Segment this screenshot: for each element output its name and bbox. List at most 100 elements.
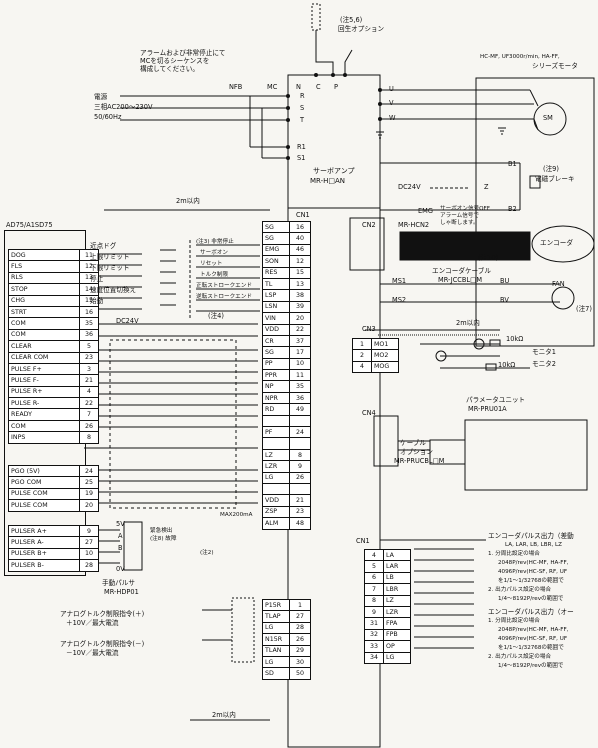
cn1-signal: SG <box>262 346 290 359</box>
monitor-2: モニタ2 <box>532 360 556 368</box>
emg-label: EMG <box>418 207 433 215</box>
ad75-pin: 7 <box>79 408 99 421</box>
cn1-pin: 37 <box>289 334 311 348</box>
cn1-pin: 40 <box>289 232 311 245</box>
cn1-pin <box>289 437 311 450</box>
cn3-pin: 1 <box>352 337 372 351</box>
cn1-pin: 24 <box>289 426 311 439</box>
cn1-pin: 35 <box>289 380 311 393</box>
cn1-signal: LZ <box>262 448 290 462</box>
servo-off-1: サーボオン信号OFF <box>440 206 490 212</box>
cn1-signal: TLAN <box>262 644 290 657</box>
cn1-signal: SG <box>262 232 290 245</box>
label-rls: 下限リミット <box>90 264 130 272</box>
cn1r-signal: LB <box>383 571 411 585</box>
contact-son: サーボオン <box>200 250 228 256</box>
fan-symbol <box>551 286 575 310</box>
cn1-signal <box>262 482 290 496</box>
amp-label-1: サーボアンプ <box>313 167 355 175</box>
label-stop: 停止 <box>90 275 104 283</box>
cn1-pin <box>289 482 311 496</box>
ad75-signal: PULSE F+ <box>8 362 80 376</box>
ad75-pin: 28 <box>79 559 99 572</box>
amp-term-n: N <box>296 83 301 91</box>
regen-label: 回生オプション <box>338 25 385 33</box>
cn1-signal: LG <box>262 655 290 669</box>
alarm-note-1: アラームおよび非常停止にて <box>140 49 226 57</box>
cn1r-signal: LZR <box>383 605 411 619</box>
encoder-label: エンコーダ <box>540 239 573 247</box>
table-row: PULSER B+10 <box>8 547 99 561</box>
enc-out2-2: 2048P/rev(HC-MF, HA-FF, <box>498 627 569 633</box>
contact-tl: トルク制限 <box>200 272 228 278</box>
amp-term-u: U <box>389 85 394 93</box>
cn1-pin <box>289 414 311 428</box>
cn3-signal: MOG <box>371 360 399 374</box>
cn1-right-label: CN1 <box>356 537 370 545</box>
brake-label: 電磁ブレーキ <box>535 175 575 183</box>
ad75-signal: STRT <box>8 305 80 319</box>
cn1-pin: 30 <box>289 655 311 669</box>
label-chg: 速度位置切換え <box>90 286 137 294</box>
cn1-pin: 50 <box>289 667 311 680</box>
monitor-1: モニタ1 <box>532 348 556 356</box>
torque-neg-2: －10V／最大電流 <box>66 649 119 657</box>
cn1r-signal: LAR <box>383 560 411 573</box>
dc24v-brake: DC24V <box>398 183 421 191</box>
cn1-pin: 27 <box>289 610 311 623</box>
ad75-pin: 25 <box>79 476 99 489</box>
ad75-title: AD75/A1SD75 <box>6 221 53 229</box>
cn1-signal: SG <box>262 220 290 234</box>
enc-cable: エンコーダケーブル <box>432 267 491 275</box>
ad75-signal: FLS <box>8 260 80 273</box>
ad75-signal: PULSER B+ <box>8 547 80 561</box>
z-label: Z <box>484 183 489 191</box>
cn1-pin: 38 <box>289 289 311 302</box>
cn1-pin: 29 <box>289 644 311 657</box>
servo-off-2: アラーム信号で <box>440 213 479 219</box>
cn1-signal: RES <box>262 266 290 279</box>
enc-out-6: 2. 出力パルス設定の場合 <box>488 587 552 593</box>
amp-term-t: T <box>300 116 305 124</box>
pulser-model: MR-HDP01 <box>104 588 139 596</box>
cn1-signal: SON <box>262 255 290 268</box>
cn1r-pin: 34 <box>364 651 384 664</box>
r1-label: 10kΩ <box>506 335 524 343</box>
label-fls: 上限リミット <box>90 253 130 261</box>
cn1-signal: TL <box>262 277 290 291</box>
cn1-left-label: CN1 <box>296 211 310 219</box>
table-row <box>262 482 311 496</box>
cn1r-signal: LZ <box>383 594 411 607</box>
emg-detect-2: 緊急検出 <box>150 528 173 534</box>
cn1-signal: LSN <box>262 300 290 314</box>
pulser-0v: 0V <box>116 565 125 573</box>
ad75-signal: INPS <box>8 431 80 444</box>
cn1-pin: 21 <box>289 494 311 507</box>
ad75-signal: DOG <box>8 248 80 262</box>
contact-lsp: 正転ストロークエンド <box>196 283 252 289</box>
table-row: PULSE R-22 <box>8 397 99 410</box>
ad75-signal: PGO COM <box>8 476 80 489</box>
cn1-signal: N15R <box>262 633 290 646</box>
cn1-pin: 23 <box>289 505 311 519</box>
label-strt: 始動 <box>90 297 104 305</box>
ad75-signal: COM <box>8 419 80 433</box>
enc-out-0: エンコーダパルス出力（差動 <box>488 532 574 540</box>
